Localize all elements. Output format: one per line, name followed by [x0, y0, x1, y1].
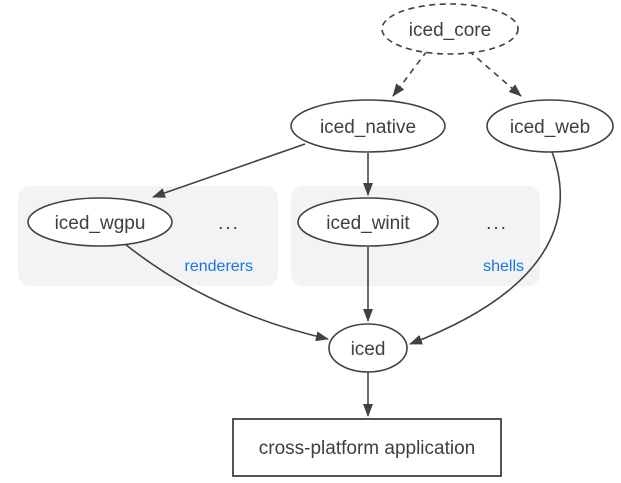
iced-core-label: iced_core: [409, 20, 491, 41]
node-iced-native: iced_native: [290, 99, 446, 153]
iced-winit-ellipse: [297, 197, 439, 247]
shells-ellipsis: ...: [486, 213, 508, 234]
iced-ellipse: [328, 323, 408, 373]
iced-label: iced: [351, 339, 386, 360]
node-iced-web: iced_web: [486, 99, 614, 153]
edge-native-to-wgpu: [152, 143, 306, 198]
node-iced-wgpu: iced_wgpu: [27, 197, 173, 247]
iced-web-ellipse: [486, 99, 614, 153]
iced-winit-label: iced_winit: [326, 213, 410, 234]
app-rect: [232, 418, 502, 477]
edge-web-to-iced: [409, 151, 562, 345]
edge-wgpu-to-iced: [124, 243, 329, 342]
edge-core-to-web: [468, 50, 522, 97]
renderers-group-label: renderers: [185, 258, 253, 275]
app-label: cross-platform application: [259, 438, 475, 459]
iced-wgpu-ellipse: [27, 197, 173, 247]
shells-group-label: shells: [483, 258, 524, 275]
iced-native-ellipse: [290, 99, 446, 153]
iced-web-label: iced_web: [510, 117, 590, 138]
node-iced: iced: [328, 323, 408, 373]
node-iced-core: iced_core: [381, 3, 519, 55]
edge-core-to-native: [392, 50, 428, 97]
iced-wgpu-label: iced_wgpu: [55, 213, 146, 234]
iced-core-ellipse: [381, 3, 519, 55]
iced-native-label: iced_native: [320, 117, 416, 138]
node-iced-winit: iced_winit: [297, 197, 439, 247]
node-cross-platform-application: cross-platform application: [232, 418, 502, 477]
renderers-ellipsis: ...: [218, 213, 240, 234]
